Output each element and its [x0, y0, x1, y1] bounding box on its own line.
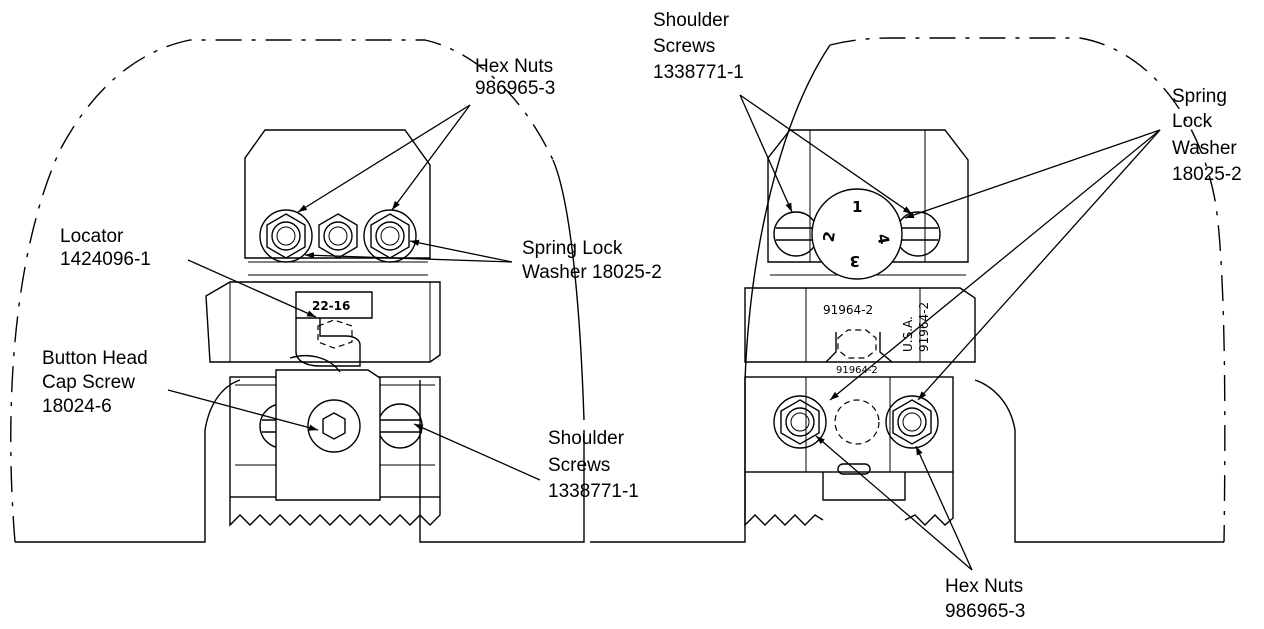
svg-text:1424096-1: 1424096-1 [60, 249, 151, 270]
label-hex-nuts-right: Hex Nuts 986965-3 [945, 576, 1025, 622]
part-stamp-small: 91964-2 [836, 365, 878, 376]
svg-text:Screws: Screws [548, 455, 610, 476]
svg-text:3: 3 [850, 252, 860, 270]
svg-text:Hex Nuts: Hex Nuts [945, 576, 1023, 597]
indexing-dial: 1 2 3 4 [811, 188, 903, 280]
svg-text:1: 1 [852, 198, 862, 216]
label-spring-lock-washer-left: Spring Lock Washer 18025-2 [522, 238, 662, 283]
label-shoulder-screws-left: Shoulder Screws 1338771-1 [548, 428, 639, 502]
svg-text:Screws: Screws [653, 36, 715, 57]
part-stamp-main: 91964-2 [823, 303, 873, 317]
svg-text:4: 4 [873, 232, 893, 245]
svg-text:Button Head: Button Head [42, 348, 148, 369]
svg-text:Spring: Spring [1172, 86, 1227, 107]
svg-text:Shoulder: Shoulder [548, 428, 625, 449]
left-hex-nut-1 [259, 209, 313, 263]
svg-text:18024-6: 18024-6 [42, 396, 112, 417]
left-shoulder-screw-2 [377, 403, 423, 449]
right-jaw-outline [829, 37, 1226, 543]
label-shoulder-screws-right: Shoulder Screws 1338771-1 [653, 10, 744, 83]
right-middle-housing [744, 287, 976, 363]
right-hex-nut-2 [885, 395, 939, 449]
svg-text:Spring Lock: Spring Lock [522, 238, 623, 259]
button-head-cap-screw [307, 399, 361, 453]
svg-text:Hex Nuts: Hex Nuts [475, 56, 553, 77]
svg-text:986965-3: 986965-3 [475, 78, 555, 99]
svg-text:18025-2: 18025-2 [1172, 164, 1242, 185]
svg-text:Cap Screw: Cap Screw [42, 372, 135, 393]
svg-text:Shoulder: Shoulder [653, 10, 730, 31]
left-die-plate [295, 291, 373, 319]
left-jaw-outline [10, 39, 554, 543]
svg-text:Washer 18025-2: Washer 18025-2 [522, 262, 662, 283]
svg-text:Lock: Lock [1172, 111, 1213, 132]
part-stamp-side-2: 91964-2 [917, 302, 931, 352]
svg-text:1338771-1: 1338771-1 [548, 481, 639, 502]
left-hex-nut-2 [363, 209, 417, 263]
right-hex-nut-1 [773, 395, 827, 449]
label-hex-nuts-left: Hex Nuts 986965-3 [475, 56, 555, 99]
label-spring-lock-washer-right: Spring Lock Washer 18025-2 [1172, 86, 1242, 185]
right-view: 1 2 3 4 91964-2 U.S.A. 91964-2 91964-2 [590, 10, 1242, 622]
left-hex-nut-center [318, 213, 358, 259]
part-stamp-side-1: U.S.A. [901, 316, 915, 352]
svg-text:1338771-1: 1338771-1 [653, 62, 744, 83]
svg-text:Locator: Locator [60, 226, 124, 247]
right-lower-block [744, 376, 954, 473]
svg-text:986965-3: 986965-3 [945, 601, 1025, 622]
locator-part [295, 318, 361, 367]
svg-text:2: 2 [819, 230, 839, 243]
left-upper-block [244, 129, 431, 259]
label-button-head-cap-screw: Button Head Cap Screw 18024-6 [42, 348, 148, 417]
label-locator: Locator 1424096-1 [60, 226, 151, 270]
die-stamp: 22-16 [312, 299, 350, 313]
right-hidden-bore [834, 399, 880, 445]
svg-text:Washer: Washer [1172, 138, 1237, 159]
left-view: 22-16 Hex Nuts 986965-3 Locator 14 [10, 39, 662, 543]
left-middle-housing [205, 281, 441, 363]
